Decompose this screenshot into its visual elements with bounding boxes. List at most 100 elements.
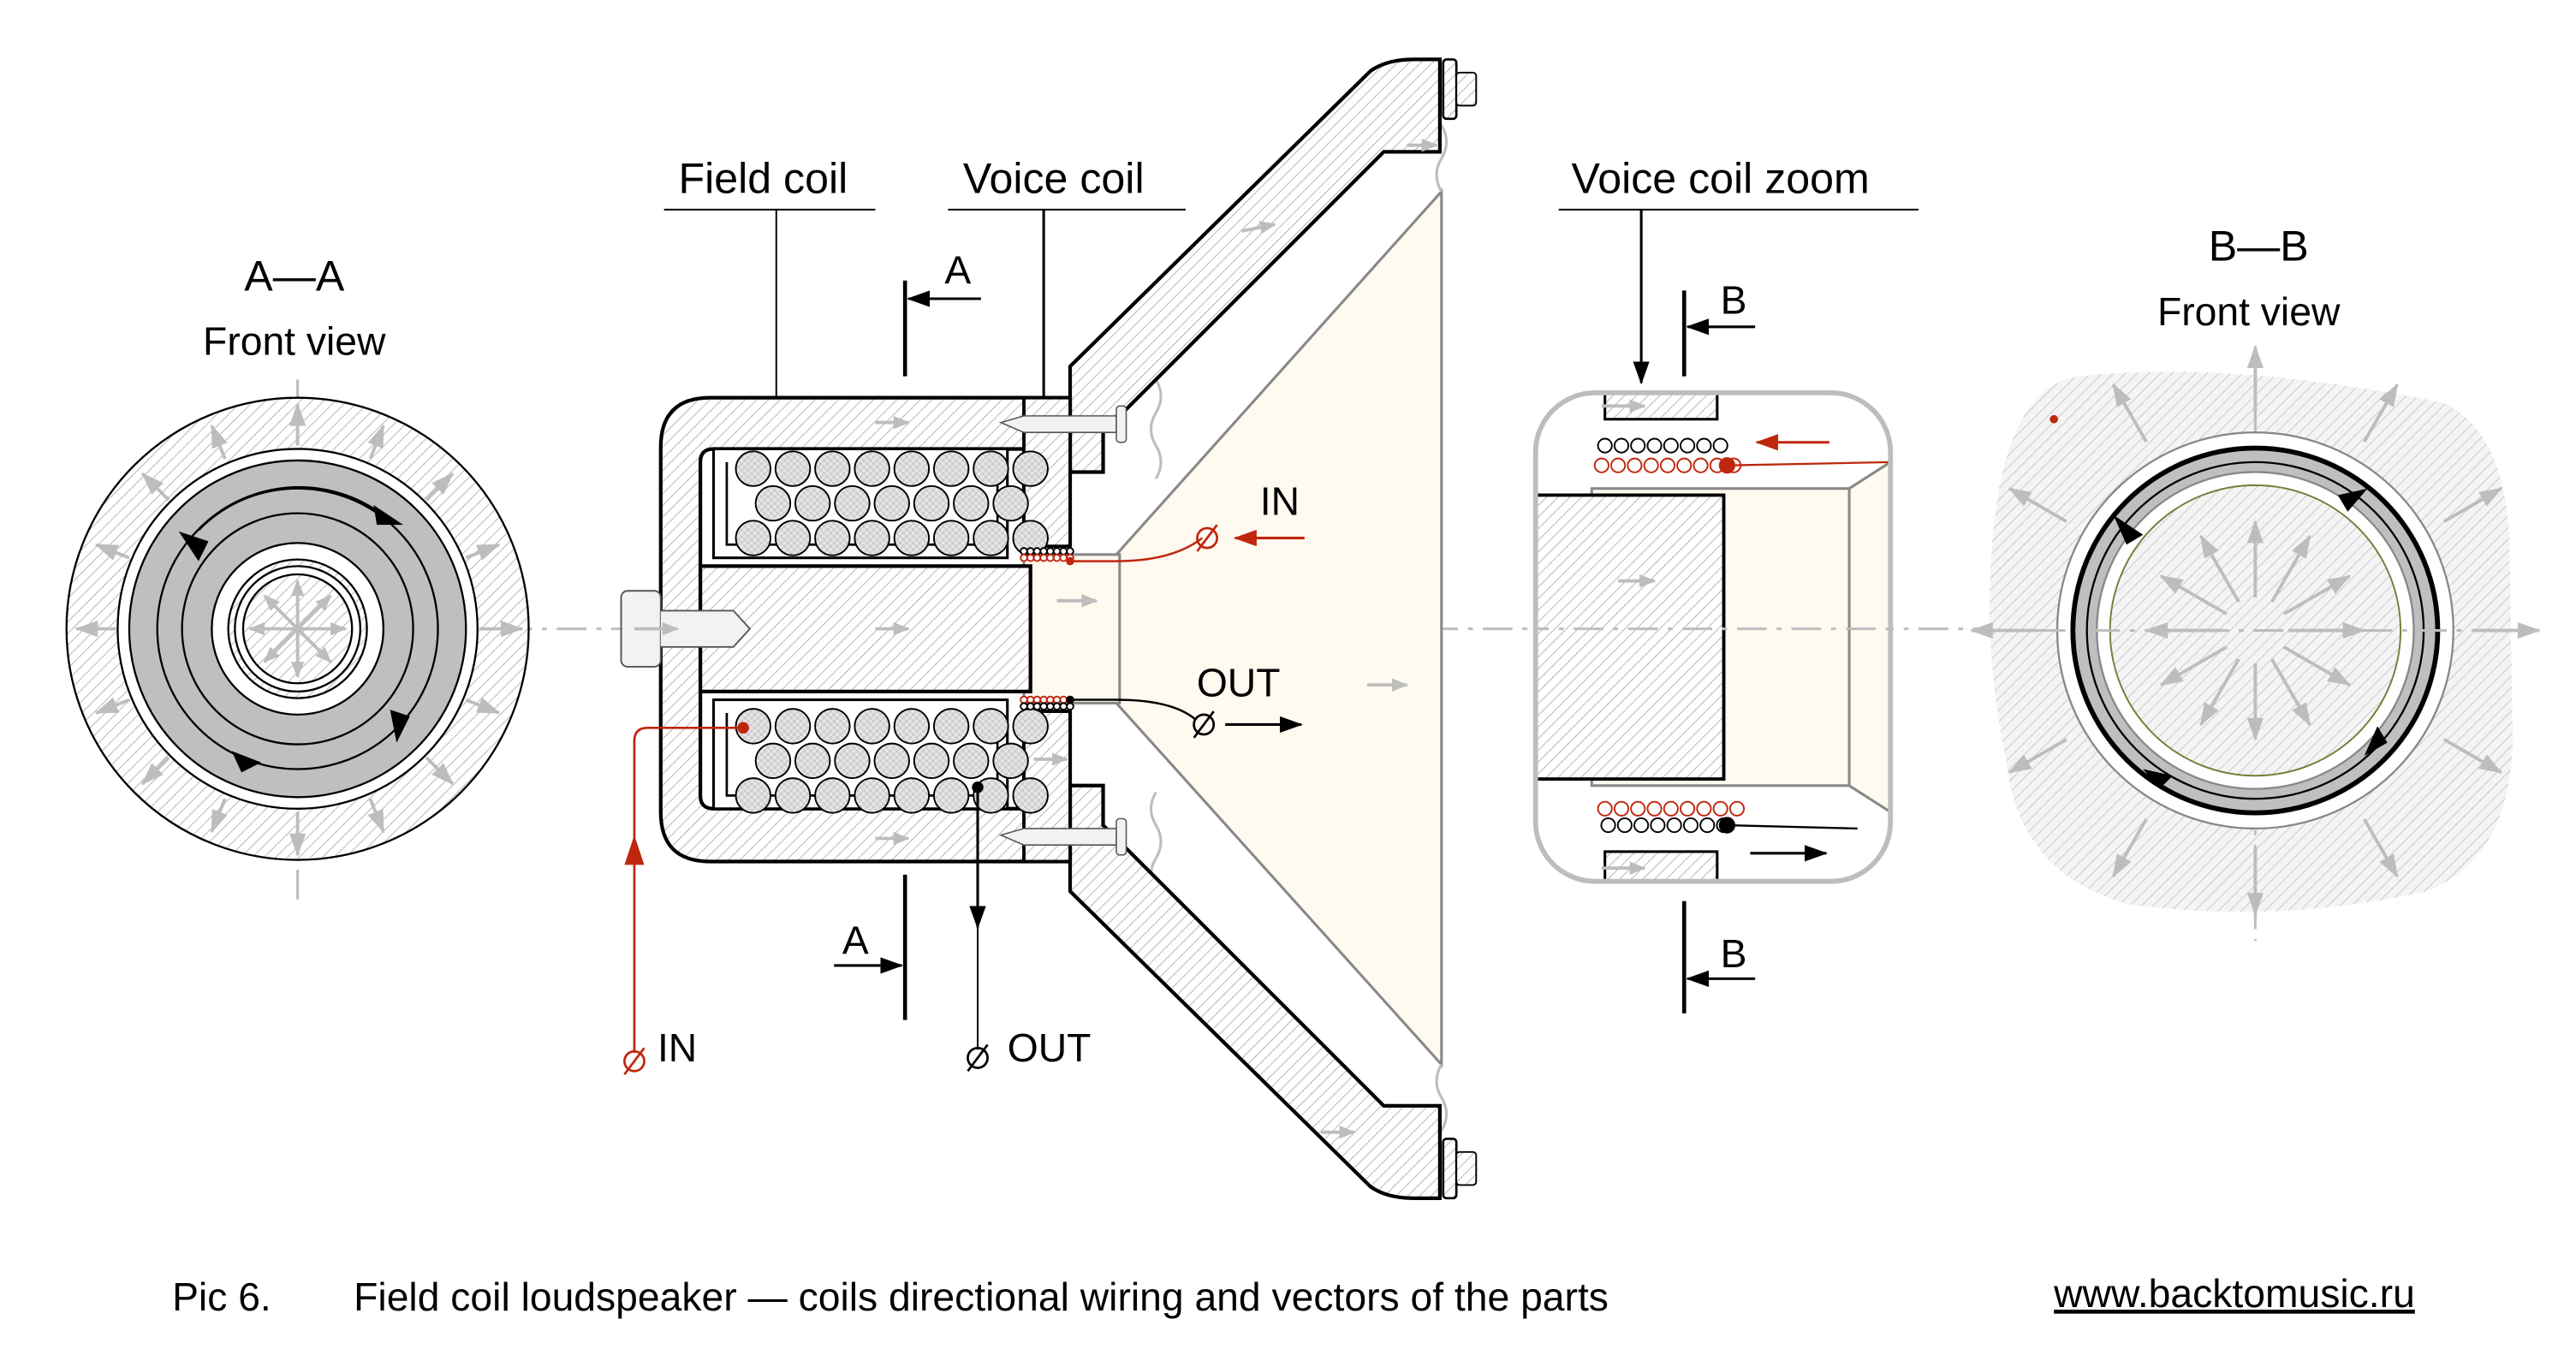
voice-coil-turn [1039, 702, 1048, 711]
field-coil-turn [973, 520, 1009, 556]
field-in-terminal[interactable] [623, 1047, 645, 1076]
voice-coil-zoom-label: Voice coil zoom [1572, 155, 1870, 203]
zoom-voice-coil-turn [1728, 800, 1746, 817]
field-out-terminal[interactable] [967, 1043, 989, 1073]
field-coil-turn [735, 520, 771, 556]
zoom-voice-coil-turn [1610, 457, 1627, 473]
voice-coil-turn [1059, 553, 1068, 562]
voice-coil-turn [1046, 547, 1055, 556]
field-coil-turn [774, 520, 812, 556]
voice-coil-turn [1020, 553, 1028, 562]
voice-coil-turn [1039, 553, 1048, 562]
voice-coil-turn [1026, 702, 1035, 711]
vector-arrow [2282, 574, 2352, 615]
section-mark-b-bottom: B [1721, 931, 1747, 976]
voice-coil-turn [1046, 553, 1055, 562]
zoom-voice-coil-turn [1646, 437, 1663, 454]
field-coil-turn [893, 777, 931, 814]
section-mark-a-bottom: A [842, 918, 869, 962]
field-coil-turn [1012, 777, 1049, 814]
zoom-voice-coil-turn [1613, 437, 1630, 454]
section-mark-a-top: A [944, 248, 971, 293]
voice-coil-turn [1052, 547, 1062, 556]
field-coil-windings-bottom [735, 708, 1049, 814]
voice-coil-turn [1026, 547, 1035, 556]
zoom-voice-coil-turn [1633, 817, 1650, 834]
zoom-voice-coil-turn [1712, 800, 1728, 817]
vector-arrow [2008, 487, 2067, 523]
current-direction-arrow [197, 485, 381, 532]
field-coil-turn [754, 742, 792, 780]
field-coil-turn [854, 708, 890, 745]
field-coil-turn [913, 742, 950, 780]
caption-text: Field coil loudspeaker — coils direction… [354, 1275, 1609, 1319]
field-coil-turn [854, 450, 890, 487]
voice-coil-turn [1059, 547, 1068, 556]
field-coil-turn [774, 777, 812, 814]
zoom-voice-coil-turn [1666, 817, 1682, 834]
bb-radial-vector-arrows [1969, 344, 2541, 917]
zoom-voice-coil-turn [1593, 457, 1609, 473]
voice-coil-turn [1020, 702, 1028, 711]
figure-caption: Pic 6. Field coil loudspeaker — coils di… [172, 1271, 2415, 1319]
website-link[interactable]: www.backtomusic.ru [2053, 1271, 2415, 1316]
zoom-voice-coil-turn [1696, 800, 1712, 817]
voice-out-terminal[interactable] [1193, 710, 1216, 739]
field-coil-in-wire [633, 726, 744, 1054]
field-coil-turn [834, 742, 871, 780]
field-coil-turn [814, 708, 851, 745]
field-coil-turn [774, 708, 812, 745]
speaker-basket-bottom [1068, 783, 1443, 1200]
side-section-view: Field coil Voice coil A A [620, 57, 1478, 1200]
field-coil-turn [794, 742, 831, 780]
voice-out-label: OUT [1197, 661, 1281, 705]
vector-arrow [2270, 534, 2311, 603]
vector-arrow [2362, 383, 2399, 443]
field-coil-turn [854, 777, 890, 814]
zoom-voice-coil-turn [1696, 437, 1712, 454]
field-coil-label: Field coil [678, 155, 848, 203]
zoom-voice-coil-turn [1650, 817, 1666, 834]
voice-coil-turn [1052, 695, 1062, 704]
field-in-label: IN [657, 1025, 697, 1070]
speaker-basket-top [1068, 57, 1443, 474]
section-aa-view: A—A Front view [65, 252, 530, 900]
field-coil-turn [794, 484, 831, 522]
voice-coil-windings [1020, 547, 1074, 711]
zoom-voice-coil-windings [1593, 437, 1746, 834]
field-coil-turn [1012, 450, 1049, 487]
field-coil-turn [1012, 708, 1049, 745]
zoom-voice-coil-turn [1597, 800, 1613, 817]
field-out-label: OUT [1008, 1025, 1092, 1070]
voice-coil-turn [1059, 702, 1068, 711]
zoom-voice-coil-turn [1659, 457, 1676, 473]
zoom-voice-coil-turn [1676, 457, 1693, 473]
voice-coil-turn [1032, 547, 1042, 556]
caption-number: Pic 6. [172, 1275, 271, 1319]
vector-arrow [2362, 817, 2399, 878]
zoom-voice-coil-turn [1613, 800, 1630, 817]
voice-coil-in-wire [1069, 537, 1204, 562]
voice-coil-turn [1039, 547, 1048, 556]
vector-arrow [2159, 574, 2228, 615]
field-coil-turn [973, 708, 1009, 745]
voice-coil-turn [1026, 695, 1035, 704]
voice-coil-turn [1032, 695, 1042, 704]
voice-coil-zoom-view: Voice coil zoom B B [1532, 155, 1919, 1013]
zoom-voice-coil-turn [1616, 817, 1633, 834]
zoom-voice-coil-turn [1680, 437, 1696, 454]
field-coil-turn [893, 520, 931, 556]
zoom-voice-coil-turn [1646, 800, 1663, 817]
voice-coil-turn [1032, 702, 1042, 711]
field-coil-turn [973, 450, 1009, 487]
zoom-voice-coil-turn [1682, 817, 1699, 834]
zoom-voice-coil-turn [1643, 457, 1659, 473]
vector-arrow [2008, 738, 2067, 775]
vector-arrow [2199, 534, 2240, 603]
voice-in-terminal[interactable] [1196, 524, 1218, 552]
field-coil-turn [932, 520, 970, 556]
vector-arrow [2282, 645, 2352, 686]
voice-in-label: IN [1260, 479, 1300, 524]
field-coil-turn [735, 450, 771, 487]
